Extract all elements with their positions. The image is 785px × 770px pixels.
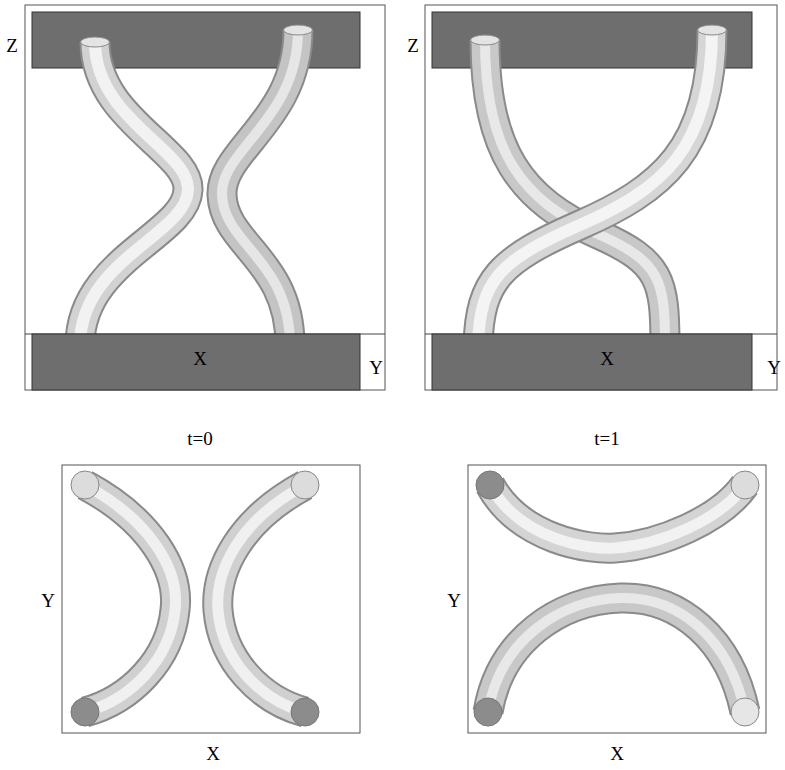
axis-label: Y <box>369 358 383 377</box>
axis-label: X <box>600 349 614 368</box>
axis-label: Y <box>447 591 461 610</box>
axis-label: Y <box>767 358 781 377</box>
side-view-t1 <box>425 5 777 390</box>
axis-label: X <box>193 349 207 368</box>
time-label: t=0 <box>187 429 213 448</box>
side-view-t0 <box>25 5 385 390</box>
top-view-t1 <box>468 465 766 733</box>
time-label: t=1 <box>594 429 620 448</box>
axis-label: X <box>206 744 220 763</box>
axis-label: X <box>610 744 624 763</box>
top-view-t0 <box>62 465 360 733</box>
axis-label: Z <box>407 36 419 55</box>
axis-label: Z <box>6 36 18 55</box>
axis-label: Y <box>41 591 55 610</box>
